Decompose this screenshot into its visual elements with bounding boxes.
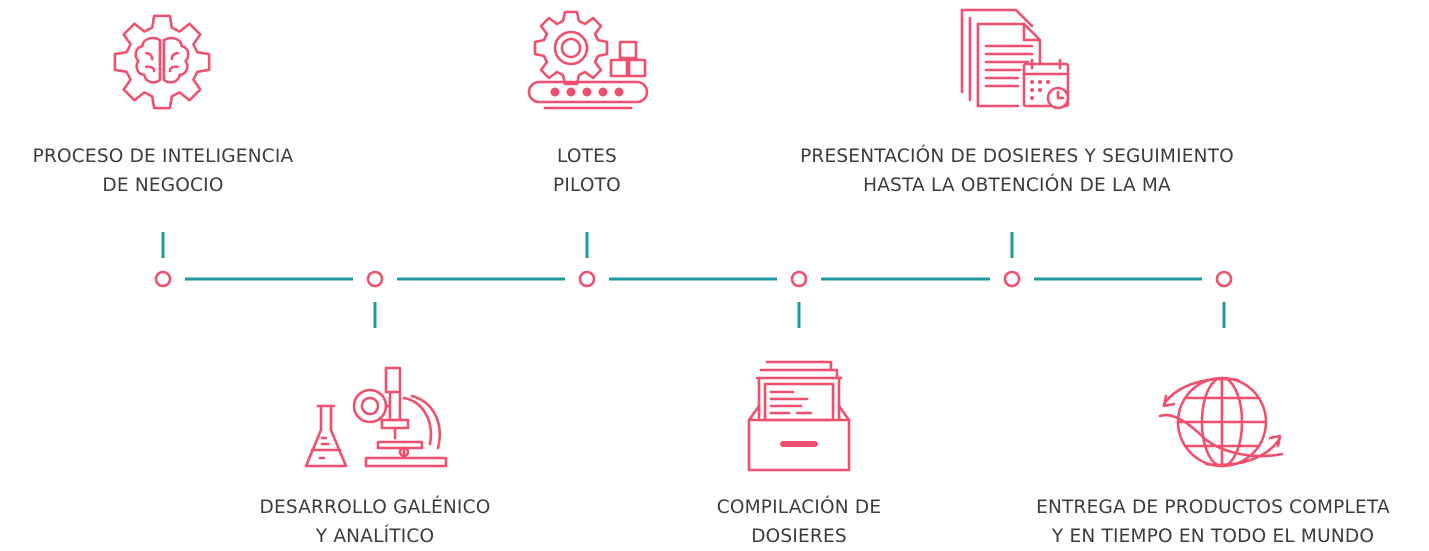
documents-calendar-icon bbox=[960, 8, 1070, 110]
microscope-flask-icon bbox=[304, 366, 448, 468]
step-label-galenic-development: DESARROLLO GALÉNICO Y ANALÍTICO bbox=[259, 497, 491, 547]
step-label-business-intelligence: PROCESO DE INTELIGENCIA DE NEGOCIO bbox=[32, 146, 294, 196]
timeline-node bbox=[790, 270, 808, 288]
timeline-node bbox=[1215, 270, 1233, 288]
step-label-pilot-batches: LOTES PILOTO bbox=[553, 146, 621, 196]
file-drawer-icon bbox=[747, 360, 851, 472]
gear-conveyor-icon bbox=[527, 10, 649, 110]
step-label-worldwide-delivery: ENTREGA DE PRODUCTOS COMPLETA Y EN TIEMP… bbox=[1036, 497, 1390, 547]
brain-gear-icon bbox=[113, 14, 211, 110]
timeline-node bbox=[578, 270, 596, 288]
timeline-node bbox=[154, 270, 172, 288]
globe-icon bbox=[1158, 376, 1284, 468]
timeline-node bbox=[366, 270, 384, 288]
timeline-node bbox=[1003, 270, 1021, 288]
step-label-dossier-submission: PRESENTACIÓN DE DOSIERES Y SEGUIMIENTO H… bbox=[800, 146, 1234, 196]
step-label-dossier-compilation: COMPILACIÓN DE DOSIERES bbox=[716, 497, 882, 547]
